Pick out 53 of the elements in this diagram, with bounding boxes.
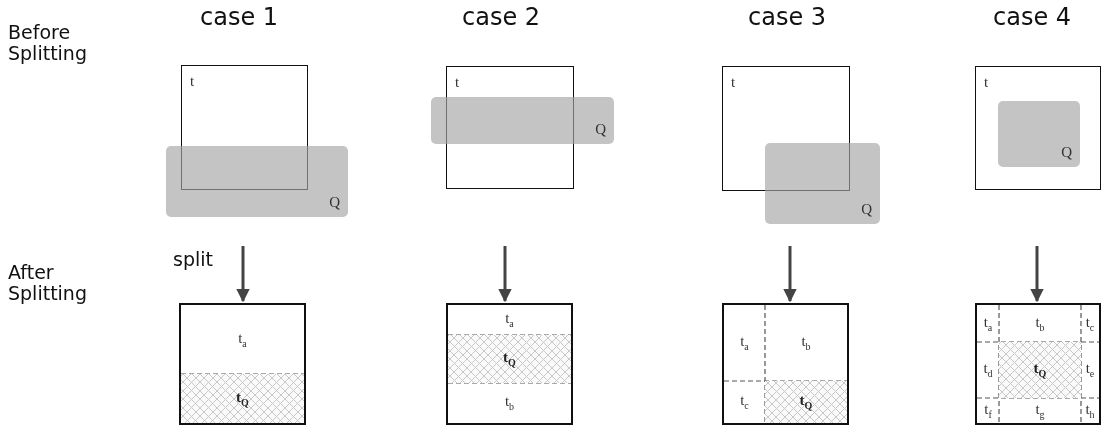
tile-box	[975, 66, 1101, 190]
tile-label: t	[984, 75, 989, 90]
cell-label: t$_{a}$	[983, 314, 993, 333]
split-tile-box	[446, 303, 573, 425]
cell-label: t$_{b}$	[1035, 314, 1045, 333]
query-region	[998, 101, 1080, 167]
column-title: case 2	[462, 4, 541, 31]
cell-label: t$_{a}$	[505, 311, 514, 329]
edge-label: split	[173, 248, 213, 270]
query-sub-tile	[448, 335, 571, 383]
column-title: case 3	[748, 4, 827, 31]
tile-box	[181, 65, 308, 190]
arrow	[783, 246, 797, 303]
cell-label: t$_{c}$	[1085, 314, 1095, 333]
query-label: Q	[1061, 145, 1072, 160]
tile-label: t	[190, 74, 195, 89]
query-region	[765, 143, 880, 224]
query-region	[166, 146, 348, 217]
cell-label: t$_{b}$	[504, 394, 515, 412]
query-label: Q	[595, 122, 606, 137]
cell-label: t$_{Q}$	[503, 350, 516, 368]
cell-label: t$_{Q}$	[799, 393, 813, 411]
column-title: case 1	[200, 4, 279, 31]
query-sub-tile	[765, 381, 847, 423]
cell-label: t$_{d}$	[983, 361, 993, 379]
cell-label: t$_{f}$	[984, 401, 992, 420]
cell-label: t$_{h}$	[1085, 401, 1095, 420]
row-label: Before Splitting	[8, 22, 88, 64]
column-title: case 4	[993, 4, 1072, 31]
arrow	[236, 246, 250, 303]
cell-label: t$_{c}$	[740, 393, 749, 411]
arrow	[498, 246, 512, 303]
cell-label: t$_{Q}$	[1033, 361, 1047, 379]
cell-label: t$_{b}$	[801, 334, 811, 352]
tile-label: t	[731, 75, 736, 90]
tile-box	[722, 66, 850, 191]
split-tile-box	[722, 303, 849, 425]
cell-label: t$_{a}$	[238, 330, 247, 349]
query-sub-tile	[999, 342, 1081, 398]
cell-label: t$_{Q}$	[236, 389, 249, 408]
split-tile-box	[179, 303, 306, 425]
query-label: Q	[329, 195, 340, 210]
tile-label: t	[455, 75, 460, 90]
cell-label: t$_{e}$	[1085, 361, 1095, 379]
arrow	[1030, 246, 1044, 303]
query-region	[431, 97, 614, 144]
query-sub-tile	[181, 374, 304, 423]
cell-label: t$_{a}$	[740, 334, 749, 352]
row-label: After Splitting	[8, 262, 88, 304]
query-label: Q	[861, 202, 872, 217]
tile-box	[446, 66, 574, 189]
split-tile-box	[975, 303, 1101, 425]
cell-label: t$_{g}$	[1035, 401, 1045, 420]
